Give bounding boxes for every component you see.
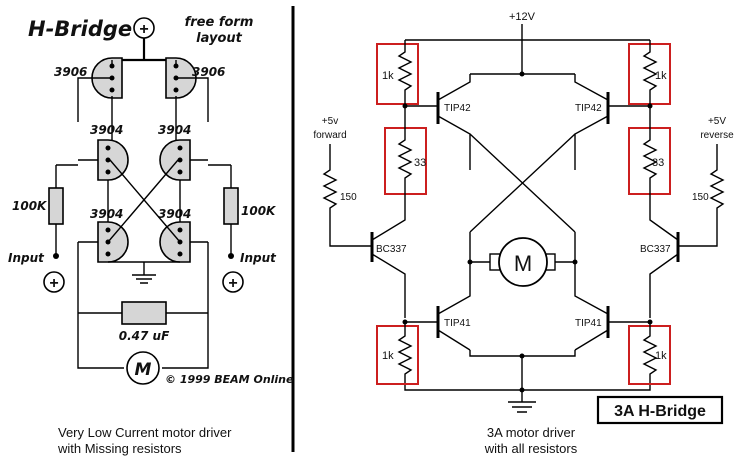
left-panel: H-Bridge free form layout + 3906 3906 39… [8,15,294,456]
label-3904-ur: 3904 [158,123,191,137]
svg-text:+: + [139,21,148,38]
q-bot-left-label: TIP41 [444,318,471,329]
q-drv-right-label: BC337 [640,244,671,255]
left-100k-resistor-right: 100K [223,165,277,259]
right-caption-line2: with all resistors [484,441,578,456]
resistor-150-left: 150 [322,144,372,247]
left-output-wiring [77,242,209,369]
r-top-left-label: 1k [382,70,394,82]
layout-note-line2: layout [196,31,242,46]
transistor-tip41-left: TIP41 [405,262,471,351]
r-base-left-label: 150 [340,192,357,203]
left-plus-terminal-input-left: + [43,271,65,293]
label-100k-left: 100K [12,199,48,213]
right-ground [508,401,536,413]
h-bridge-badge: 3A H-Bridge [596,395,724,425]
right-motor-label: M [514,251,532,276]
left-motor: M [126,351,160,385]
r-bot-left-label: 1k [382,350,394,362]
r-bot-right-label: 1k [655,350,667,362]
left-caption-line2: with Missing resistors [57,441,182,456]
transistor-tip42-right: TIP42 [574,74,650,170]
right-cross-wiring [469,133,576,263]
label-3904-lr: 3904 [158,207,191,221]
left-ground [108,261,180,284]
transistor-tip41-right: TIP41 [574,262,650,351]
left-cross-wiring [78,159,208,243]
left-supply-rail [112,38,176,62]
r-mid-left-label: 33 [414,157,426,169]
label-3904-ul: 3904 [90,123,123,137]
badge-text: 3A H-Bridge [614,403,706,420]
q-top-right-label: TIP42 [575,103,602,114]
input-right-label: Input [240,251,277,265]
right-panel: +12V 1k 1k TIP42 TIP42 [313,11,734,456]
left-plus-terminal-top: + [133,17,155,39]
supply-rail [405,24,650,75]
left-3904-lower-right-transistor: 3904 [158,207,191,263]
r-mid-right-label: 33 [652,157,664,169]
left-plus-terminal-input-right: + [222,271,244,293]
q-bot-right-label: TIP41 [575,318,602,329]
r-top-right-label: 1k [655,70,667,82]
resistor-1k-bottom-left: 1k [376,322,419,385]
left-3904-upper-right-transistor: 3904 [158,123,191,181]
fwd-voltage-label: +5v [322,116,338,127]
left-caption-line1: Very Low Current motor driver [58,425,232,440]
right-motor: M [489,237,556,287]
left-3904-upper-left-transistor: 3904 [90,123,129,181]
left-capacitor: 0.47 uF [119,301,170,343]
left-upper-wiring [77,60,209,140]
copyright-text: © 1999 BEAM Online [165,373,294,386]
left-3904-lower-left-transistor: 3904 [90,207,129,263]
capacitor-label: 0.47 uF [119,329,170,343]
q-drv-left-label: BC337 [376,244,407,255]
label-3906-right: 3906 [192,65,225,79]
lower-return-wiring [404,350,651,402]
label-3906-left: 3906 [54,65,87,79]
resistor-33-left: 33 [384,106,427,210]
svg-text:+: + [49,275,58,292]
resistor-1k-top-right: 1k [628,40,671,106]
left-title: H-Bridge [28,17,132,41]
input-left-label: Input [8,251,45,265]
resistor-150-right: 150 [678,144,725,247]
label-100k-right: 100K [241,204,277,218]
q-top-left-label: TIP42 [444,103,471,114]
resistor-33-right: 33 [628,106,671,210]
right-caption-line1: 3A motor driver [487,425,576,440]
r-base-right-label: 150 [692,192,709,203]
label-3904-ll: 3904 [90,207,123,221]
left-motor-label: M [135,360,152,380]
transistor-tip42-left: TIP42 [405,74,471,170]
rev-voltage-label: +5V [708,116,726,127]
resistor-1k-bottom-right: 1k [628,322,671,385]
transistor-bc337-left: BC337 [370,210,407,318]
rev-label: reverse [700,130,734,141]
resistor-1k-top-left: 1k [376,40,419,106]
left-100k-resistor-left: 100K [12,165,64,259]
layout-note-line1: free form [185,15,254,30]
supply-label: +12V [509,11,536,23]
fwd-label: forward [313,130,346,141]
transistor-bc337-right: BC337 [640,210,680,318]
svg-text:+: + [228,275,237,292]
